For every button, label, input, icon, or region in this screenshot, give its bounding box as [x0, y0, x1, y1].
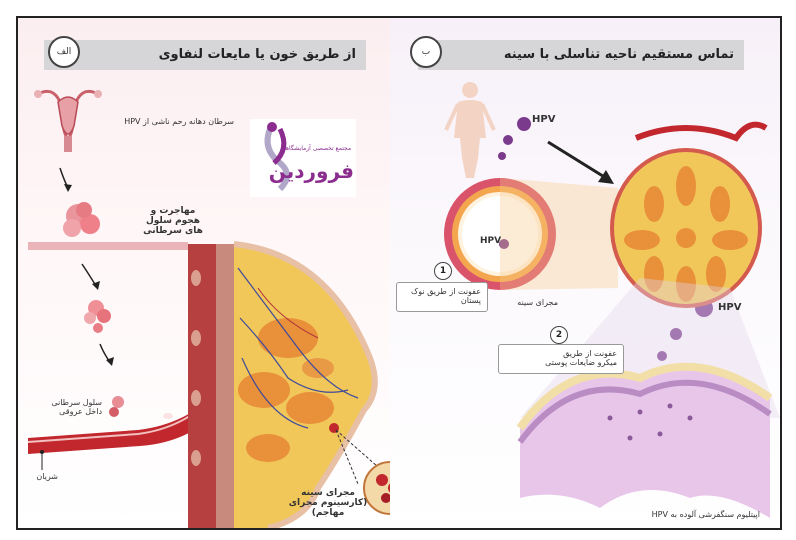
route-2-text-line1: عفونت از طریق — [563, 349, 617, 358]
left-badge: الف — [48, 36, 80, 68]
route-1-text: عفونت از طریق نوک پستان — [411, 287, 481, 305]
migrating-cells — [63, 202, 100, 237]
label-migration: مهاجرت و هجوم سلول های سرطانی — [143, 206, 203, 236]
route-2-text-line2: میکرو ضایعات پوستی — [545, 358, 617, 367]
logo-line1: مجتمع تخصصی آزمایشگاهی — [280, 145, 352, 152]
transmission-arrow — [547, 140, 607, 180]
hpv-label-2: HPV — [480, 236, 502, 246]
epithelium-section — [516, 362, 773, 518]
left-illustration — [27, 89, 390, 528]
basement-membrane — [28, 242, 188, 250]
label-ductal-carcinoma: مجرای سینه (کارسینوم مجرای مهاجم) — [288, 488, 368, 518]
invasive-carcinoma-zoom — [363, 461, 390, 515]
hpv-label-3: HPV — [718, 302, 742, 313]
duct-cross-section — [444, 178, 556, 290]
logo-line2: فروردین — [268, 159, 354, 183]
left-title-banner: از طریق خون یا مایعات لنفاوی — [44, 40, 366, 70]
panel-bloodstream: از طریق خون یا مایعات لنفاوی الف — [18, 18, 390, 528]
breast-cross-section — [188, 241, 378, 528]
right-title-banner: تماس مستقیم ناحیه تناسلی با سینه — [418, 40, 744, 70]
breast-lobe — [610, 121, 768, 308]
panel-direct-contact: تماس مستقیم ناحیه تناسلی با سینه ب — [390, 18, 780, 528]
left-title: از طریق خون یا مایعات لنفاوی — [158, 47, 356, 62]
figure-frame: از طریق خون یا مایعات لنفاوی الف — [16, 16, 782, 530]
route-1-number: 1 — [434, 262, 452, 280]
route-2-number: 2 — [550, 326, 568, 344]
label-intravascular: سلول سرطانی داخل عروقی — [51, 398, 102, 416]
route-2-box: عفونت از طریق میکرو ضایعات پوستی — [498, 344, 624, 374]
hpv-label-1: HPV — [532, 114, 556, 125]
route-1-box: عفونت از طریق نوک پستان — [396, 282, 488, 312]
label-epithelium: اپیتلیوم سنگفرشی آلوده به HPV — [651, 510, 760, 519]
zoom-cone-top — [500, 178, 618, 290]
label-artery: شریان — [36, 472, 58, 481]
human-figure-icon — [444, 82, 496, 178]
right-title: تماس مستقیم ناحیه تناسلی با سینه — [503, 47, 734, 62]
right-badge: ب — [410, 36, 442, 68]
right-illustration — [444, 82, 780, 518]
lab-logo: مجتمع تخصصی آزمایشگاهی فروردین — [250, 119, 356, 197]
label-breast-duct: مجرای سینه — [517, 298, 558, 307]
label-cervical-cancer: سرطان دهانه رحم ناشی از HPV — [124, 117, 234, 126]
cell-cluster-2 — [84, 300, 111, 333]
uterus-icon — [34, 89, 102, 152]
